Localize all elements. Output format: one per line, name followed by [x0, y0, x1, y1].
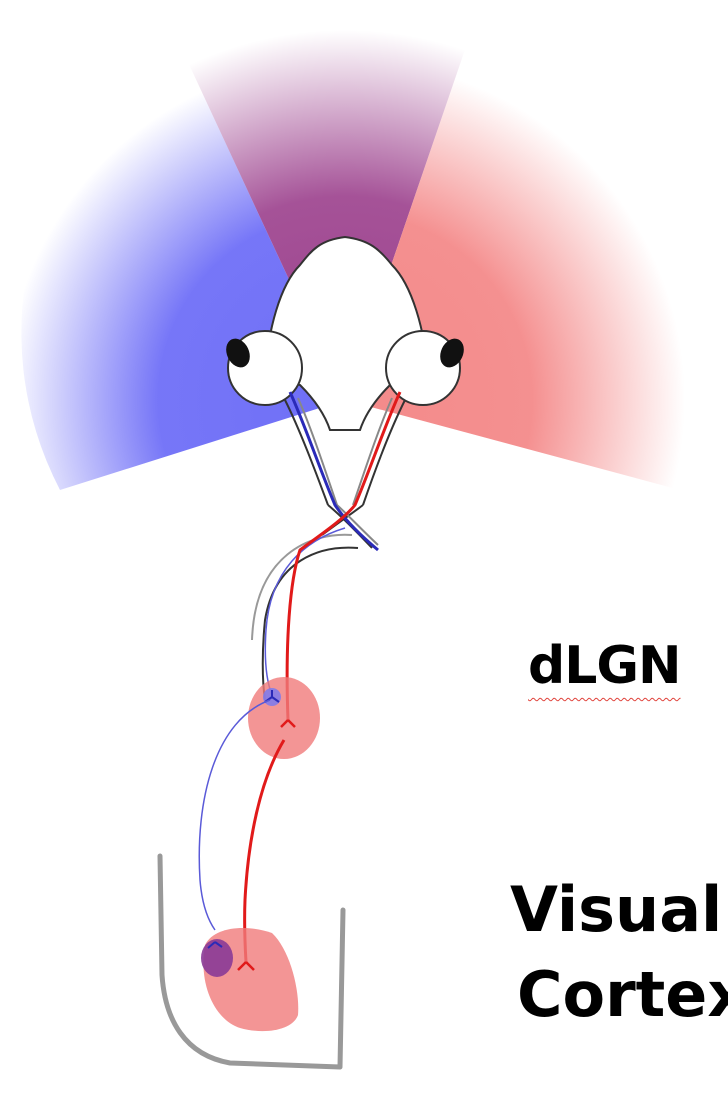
visual-cortex-label-line2: Cortex — [517, 960, 728, 1030]
blue-tract-to-dlgn — [265, 528, 345, 695]
dlgn-label: dLGN — [528, 636, 681, 696]
dlgn-nucleus — [248, 677, 320, 759]
cortex-binocular-patch — [201, 939, 233, 977]
visual-cortex-label-line1: Visual — [510, 875, 722, 945]
